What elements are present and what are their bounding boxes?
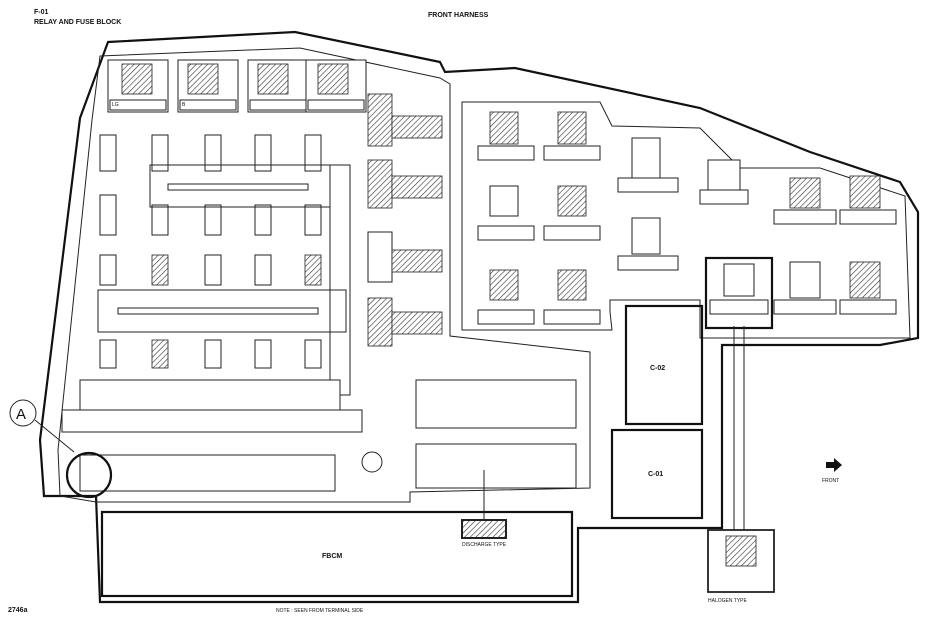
seen-from-note: NOTE : SEEN FROM TERMINAL SIDE <box>276 608 364 614</box>
front-label: FRONT <box>822 478 839 484</box>
halogen-relay-coil <box>725 535 757 567</box>
main-panel-outline <box>57 47 591 503</box>
callout-a-circle <box>9 399 37 427</box>
diagram-title: RELAY AND FUSE BLOCK <box>34 19 121 26</box>
connector-c02-label: C-02 <box>650 365 665 372</box>
svg-text:LG: LG <box>112 102 119 108</box>
callout-target-circle <box>65 451 113 499</box>
fbcm-box <box>100 510 574 598</box>
halogen-label: HALOGEN TYPE <box>708 598 747 604</box>
harness-title: FRONT HARNESS <box>428 12 489 19</box>
connector-c01-box <box>610 428 704 520</box>
relay-panel-outline <box>461 101 911 339</box>
connector-c02-box <box>624 304 704 426</box>
svg-text:B: B <box>182 102 186 108</box>
diagram-code: F-01 <box>34 9 49 16</box>
front-arrow-icon <box>826 458 842 472</box>
right-relays <box>477 111 897 330</box>
connector-c01-label: C-01 <box>648 471 663 478</box>
discharge-connector <box>461 519 507 539</box>
figure-id: 2746a <box>8 607 28 614</box>
discharge-label: DISCHARGE TYPE <box>462 542 507 548</box>
top-relay-row: LG B <box>107 59 367 113</box>
side-relays <box>367 93 443 347</box>
callout-letter: A <box>16 406 26 423</box>
fbcm-label: FBCM <box>322 553 342 560</box>
callout-leader <box>34 419 75 453</box>
lower-fuse-row <box>79 379 577 492</box>
fuse-rows <box>99 134 322 369</box>
